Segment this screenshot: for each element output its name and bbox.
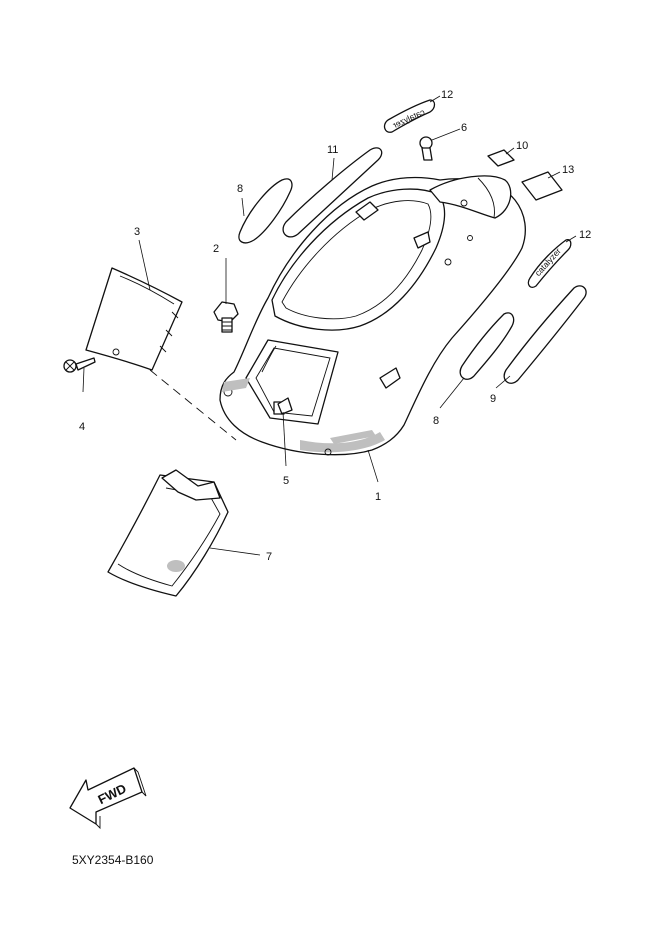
callout-8-lower: 8 xyxy=(433,415,439,427)
callout-8-upper: 8 xyxy=(237,183,243,195)
callout-13: 13 xyxy=(562,164,574,176)
assembly-dashed-line xyxy=(149,369,237,441)
catalyzer-label-side-text: catalyzer xyxy=(533,246,563,278)
callout-9: 9 xyxy=(490,393,496,405)
fwd-arrow: FWD xyxy=(69,767,147,830)
screw-part-4 xyxy=(63,357,96,373)
decal-part-13 xyxy=(521,171,563,201)
callout-3: 3 xyxy=(134,226,140,238)
decal-part-9 xyxy=(503,285,587,384)
callout-7: 7 xyxy=(266,551,272,563)
decal-part-11 xyxy=(282,147,383,238)
under-tray-part-7 xyxy=(107,469,229,597)
catalyzer-label-side-part-12: catalyzer xyxy=(527,239,572,288)
callout-10: 10 xyxy=(516,140,528,152)
decal-part-8-lower xyxy=(459,312,515,380)
callout-12-top: 12 xyxy=(441,89,453,101)
leader-lines xyxy=(82,95,577,556)
bolt-part-2 xyxy=(213,301,239,333)
callout-5: 5 xyxy=(283,475,289,487)
side-panel-part-3 xyxy=(85,267,183,371)
diagram-code: 5XY2354-B160 xyxy=(72,853,154,867)
decal-part-8-upper xyxy=(238,178,293,244)
callout-12-side: 12 xyxy=(579,229,591,241)
catalyzer-label-top-part-12: catalyzer xyxy=(383,99,436,133)
clip-part-5 xyxy=(277,397,293,415)
callout-numbers: 1 2 3 4 5 6 7 8 8 9 10 11 12 12 13 xyxy=(79,89,591,563)
callout-2: 2 xyxy=(213,243,219,255)
callout-11: 11 xyxy=(327,144,338,156)
callout-4: 4 xyxy=(79,421,85,433)
callout-6: 6 xyxy=(461,122,467,134)
callout-1: 1 xyxy=(375,491,381,503)
front-cover-part-1 xyxy=(219,175,526,456)
decal-part-10 xyxy=(487,149,515,167)
screw-part-6 xyxy=(419,136,433,161)
